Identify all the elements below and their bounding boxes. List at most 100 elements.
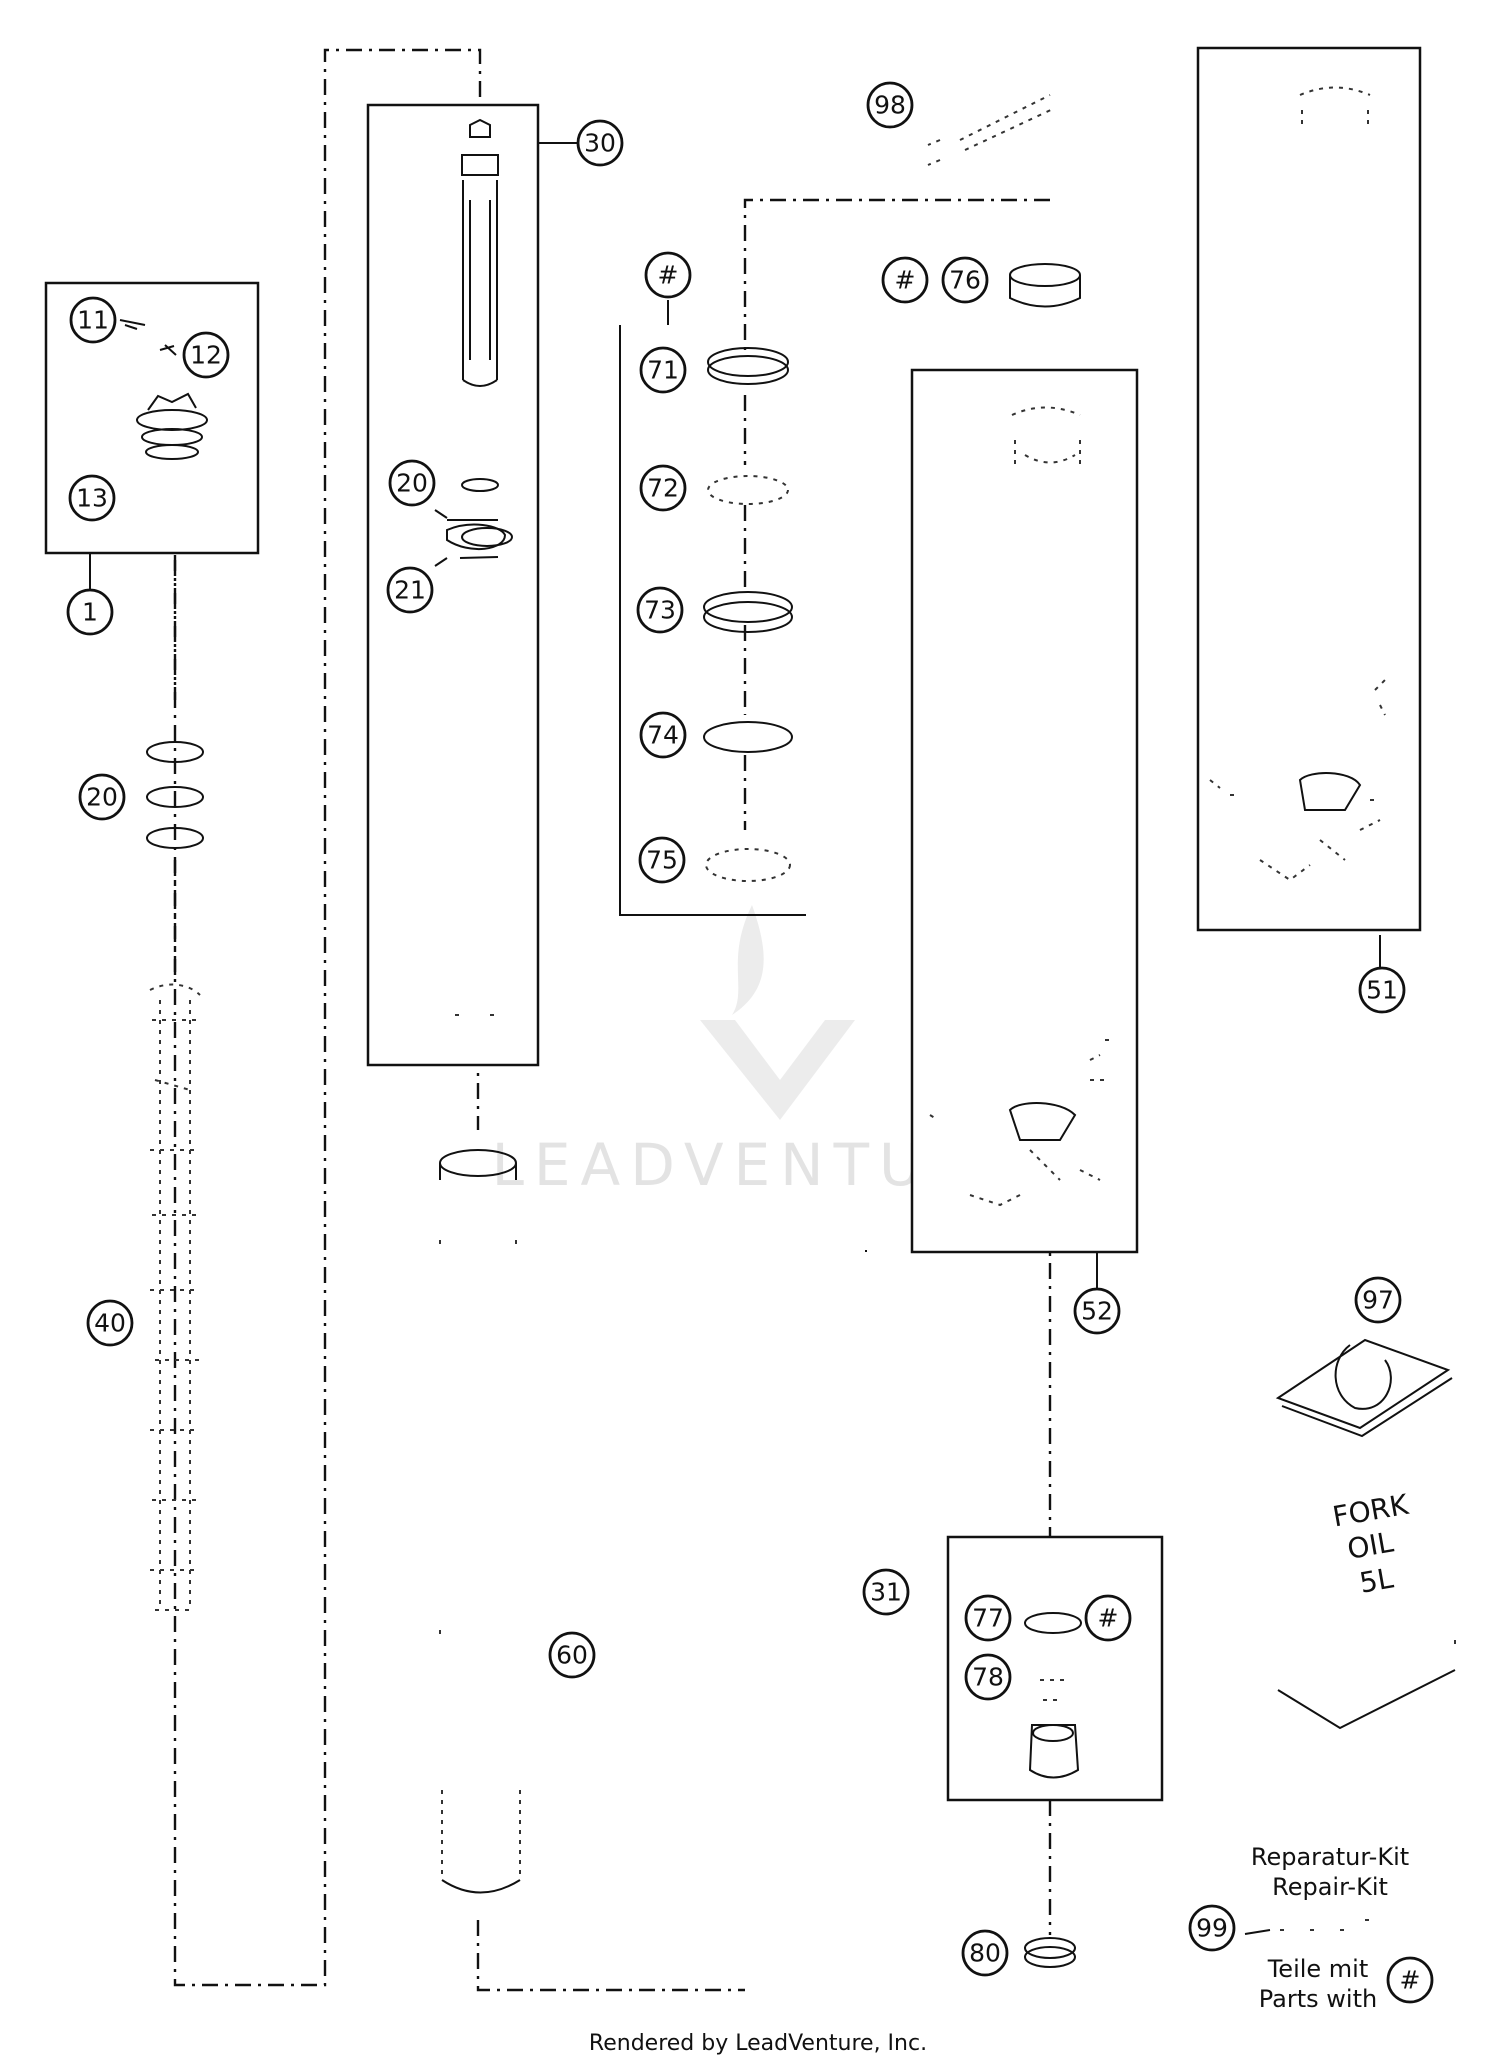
legend-parts-with-en: Parts with (1259, 1985, 1377, 2013)
callout-circle (866, 81, 914, 129)
oil-can-label-line1: FORK (1330, 1488, 1411, 1534)
callout-number: 60 (556, 1641, 588, 1670)
callout-circle (644, 251, 692, 299)
leader-lines (89, 142, 1381, 1935)
callout-circle (388, 459, 436, 507)
callout-1: 1 (66, 588, 114, 636)
callout-51: 51 (1358, 966, 1406, 1014)
callout-78: 78 (964, 1653, 1012, 1701)
callout-circle (1073, 1287, 1121, 1335)
callout-number: 51 (1366, 976, 1398, 1005)
callout-number: 30 (584, 129, 616, 158)
callout-circle (862, 1568, 910, 1616)
callout-11: 11 (69, 296, 117, 344)
callout-99: 99 (1188, 1904, 1236, 1952)
callout-circle (639, 711, 687, 759)
callout-number: 75 (646, 846, 678, 875)
callout-circle (1084, 1594, 1132, 1642)
callout-circle (68, 474, 116, 522)
callout-52: 52 (1073, 1287, 1121, 1335)
callout-number: 71 (647, 356, 679, 385)
part-80-ring (1024, 1937, 1076, 1968)
callout-77: 77 (964, 1594, 1012, 1642)
callout-number: 73 (644, 596, 676, 625)
assembly-line-left-loop (173, 48, 482, 1987)
callout-number: # (895, 266, 916, 295)
callout-number: 20 (396, 469, 428, 498)
callout-circle (1386, 1956, 1434, 2004)
callout-number: 11 (77, 306, 109, 335)
sticker-98 (927, 94, 1056, 166)
callout-number: 20 (86, 783, 118, 812)
callout-circle (638, 836, 686, 884)
callout-circle (386, 566, 434, 614)
callout-number: 1 (82, 598, 98, 627)
callout-hash-legend: # (1386, 1956, 1434, 2004)
callout-circle (182, 331, 230, 379)
oil-can-label-line2: OIL (1345, 1525, 1396, 1566)
callout-20a: 20 (388, 459, 436, 507)
callout-number: 40 (94, 1309, 126, 1338)
ring-stack-20 (146, 741, 204, 975)
callout-hash-77: # (1084, 1594, 1132, 1642)
callout-number: # (1098, 1604, 1119, 1633)
legend-parts-with-de: Teile mit (1267, 1955, 1369, 1983)
callout-hash-top: # (644, 251, 692, 299)
callout-73: 73 (636, 586, 684, 634)
callout-40: 40 (86, 1299, 134, 1347)
callout-number: 72 (647, 474, 679, 503)
callout-circle (881, 256, 929, 304)
callout-number: 97 (1362, 1286, 1394, 1315)
callout-circle (548, 1631, 596, 1679)
callout-13: 13 (68, 474, 116, 522)
callout-circle (86, 1299, 134, 1347)
callout-number: 80 (969, 1939, 1001, 1968)
callout-60: 60 (548, 1631, 596, 1679)
callout-number: 78 (972, 1663, 1004, 1692)
callout-31: 31 (862, 1568, 910, 1616)
legend-repair-kit-de: Reparatur-Kit (1251, 1843, 1409, 1871)
outer-tube-60 (439, 1149, 521, 1894)
callout-circle (1354, 1276, 1402, 1324)
callout-number: 76 (949, 266, 981, 295)
callout-number: 21 (394, 576, 426, 605)
callout-74: 74 (639, 711, 687, 759)
seal-kit-group (619, 300, 806, 916)
callout-circle (639, 464, 687, 512)
callout-12: 12 (182, 331, 230, 379)
callout-21: 21 (386, 566, 434, 614)
callout-number: # (1400, 1966, 1421, 1995)
callout-71: 71 (639, 346, 687, 394)
callout-circle (639, 346, 687, 394)
callout-98: 98 (866, 81, 914, 129)
callout-number: 98 (874, 91, 906, 120)
callout-75: 75 (638, 836, 686, 884)
part-76-cap (1009, 263, 1081, 308)
assembly-line-seal-kit (743, 198, 1050, 830)
callout-20b: 20 (78, 773, 126, 821)
callout-circle (964, 1594, 1012, 1642)
footer-rendered-by: Rendered by LeadVenture, Inc. (589, 2031, 927, 2056)
callout-circle (1358, 966, 1406, 1014)
callout-number: 13 (76, 484, 108, 513)
spring-40 (149, 983, 201, 1611)
oil-can-label-line3: 5L (1357, 1561, 1396, 1599)
repair-kit-legend: Reparatur-Kit Repair-Kit Teile mit Parts… (1251, 1843, 1409, 2013)
fork-oil-can-97: FORK OIL 5L (1275, 1338, 1456, 1730)
callout-30: 30 (576, 119, 624, 167)
callout-layer: 98 30 # #76 11 12 13 1 20 21 20 71 72 73 74 75 51 40 52 97 3… (66, 81, 1434, 2004)
callout-circle (69, 296, 117, 344)
callout-80: 80 (961, 1929, 1009, 1977)
callout-circle (78, 773, 126, 821)
callout-hash-76: # (881, 256, 929, 304)
callout-circle (576, 119, 624, 167)
callout-circle (636, 586, 684, 634)
legend-repair-kit-en: Repair-Kit (1272, 1873, 1388, 1901)
callout-circle (961, 1929, 1009, 1977)
callout-76: 76 (941, 256, 989, 304)
callout-number: 77 (972, 1604, 1004, 1633)
box-part-52 (910, 368, 1139, 1254)
callout-number: 31 (870, 1578, 902, 1607)
callout-circle (66, 588, 114, 636)
